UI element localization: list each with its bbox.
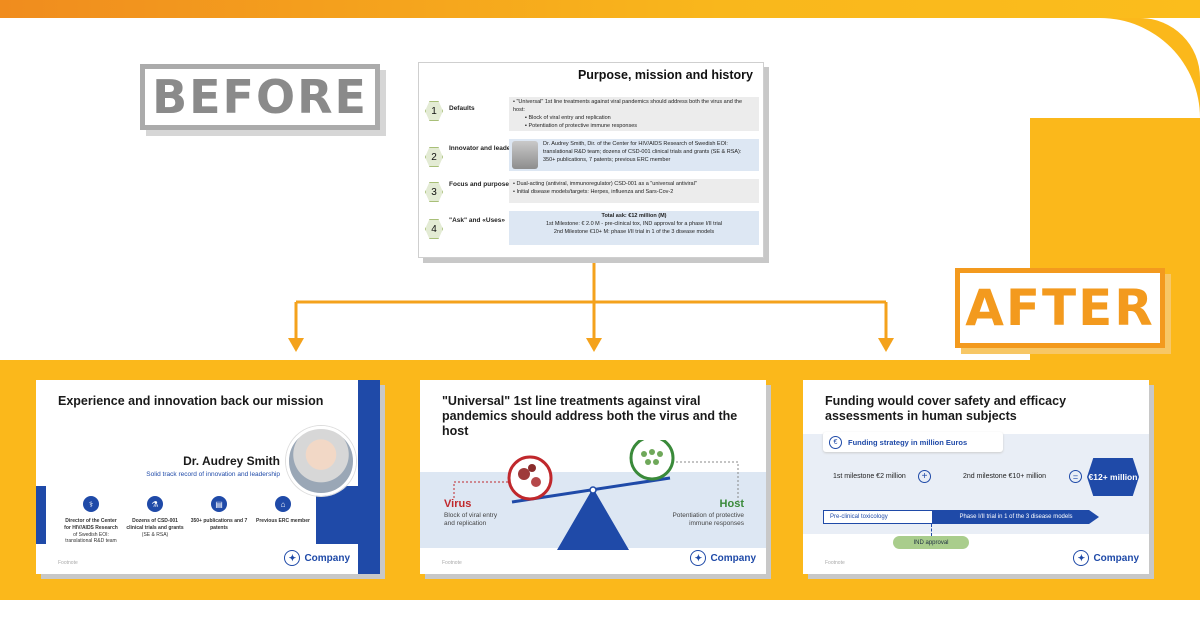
row-line: "Universal" 1st line treatments against … [513, 99, 743, 113]
after-slide-universal: "Universal" 1st line treatments against … [420, 380, 766, 574]
euro-bag-icon: € [829, 435, 842, 449]
company-logo: ✦Company [690, 550, 756, 566]
after-slide-experience: Experience and innovation back our missi… [36, 380, 380, 574]
pivot-point [589, 486, 597, 494]
row-content: • "Universal" 1st line treatments agains… [509, 97, 759, 131]
credential-rest: (SE & RSA) [141, 531, 169, 538]
company-logo-icon: ✦ [1073, 550, 1090, 566]
blue-side-strip [358, 380, 380, 574]
strategy-title: Funding strategy in million Euros [848, 437, 968, 447]
document-icon: ▤ [211, 496, 227, 512]
phase-trial: Phase I/II trial in 1 of the 3 disease m… [933, 510, 1099, 524]
credential-bold: Dozens of CSD-001 clinical trials and gr… [126, 518, 184, 531]
row-line: Potentiation of protective immune respon… [528, 122, 638, 129]
credential-item: ▤ 350+ publications and 7 patents [190, 496, 248, 545]
credential-rest: of Swedish EOI: translational R&D team [65, 531, 117, 545]
before-row-4: 4 "Ask" and «Uses» Total ask: €12 millio… [423, 211, 759, 247]
row-label: Innovator and leader [449, 145, 513, 152]
before-label: BEFORE [140, 64, 380, 130]
portrait-avatar [286, 426, 356, 496]
company-logo-text: Company [304, 552, 350, 564]
company-logo-text: Company [1093, 552, 1139, 564]
row-number-hex: 4 [425, 219, 443, 239]
strategy-header: € Funding strategy in million Euros [823, 432, 1003, 452]
host-icon [629, 440, 675, 481]
row-label: Focus and purpose [449, 181, 509, 188]
row-number-hex: 1 [425, 101, 443, 121]
bottom-white-strip [0, 600, 1180, 627]
before-slide-title: Purpose, mission and history [577, 68, 753, 82]
row-line: Dual-acting (antiviral, immunoregulator)… [516, 181, 697, 187]
row-line: 1st Milestone: € 2.0 M - pre-clinical to… [545, 220, 723, 227]
host-label: Host [719, 498, 744, 510]
portrait-thumbnail [512, 141, 538, 169]
host-description: Potentiation of protective immune respon… [672, 512, 744, 528]
before-row-2: 2 Innovator and leader Dr. Audrey Smith,… [423, 139, 759, 173]
row-number-hex: 2 [425, 147, 443, 167]
ind-approval-badge: IND approval [893, 536, 969, 549]
row-label: "Ask" and «Uses» [449, 217, 506, 224]
row-line: Total ask: €12 million (M) [601, 213, 667, 219]
credential-bold: Previous ERC member [256, 518, 310, 524]
company-logo-icon: ✦ [284, 550, 301, 566]
virus-label: Virus [444, 498, 472, 510]
company-logo-icon: ✦ [690, 550, 707, 566]
person-name: Dr. Audrey Smith [183, 454, 280, 468]
milestone-1: 1st milestone €2 million [833, 473, 906, 480]
row-content: Dr. Audrey Smith, Dir. of the Center for… [509, 139, 759, 171]
total-badge: €12+ million [1087, 458, 1139, 496]
row-line: Initial disease models/targets: Herpes, … [516, 188, 674, 195]
company-logo-text: Company [710, 552, 756, 564]
footnote: Footnote [825, 560, 845, 566]
after-label: AFTER [955, 268, 1165, 348]
credential-item: ⚕ Director of the Center for HIV/AIDS Re… [62, 496, 120, 545]
person-tagline: Solid track record of innovation and lea… [146, 471, 280, 478]
seesaw-illustration [453, 440, 739, 550]
after-slide-funding: Funding would cover safety and efficacy … [803, 380, 1149, 574]
plus-icon: + [918, 470, 931, 483]
row-line: Block of viral entry and replication [528, 114, 611, 121]
credential-items: ⚕ Director of the Center for HIV/AIDS Re… [62, 496, 312, 545]
slide-title: "Universal" 1st line treatments against … [442, 394, 738, 438]
row-content: • Dual-acting (antiviral, immunoregulato… [509, 179, 759, 203]
before-row-1: 1 Defaults • "Universal" 1st line treatm… [423, 97, 759, 133]
credential-item: ⌂ Previous ERC member [254, 496, 312, 545]
row-number-hex: 3 [425, 182, 443, 202]
credential-bold: 350+ publications and 7 patents [190, 518, 248, 531]
row-line: Dr. Audrey Smith, Dir. of the Center for… [543, 141, 742, 163]
row-line: 2nd Milestone €10+ M: phase I/II trial i… [553, 228, 715, 235]
equals-icon: = [1069, 470, 1082, 483]
lab-icon: ⚕ [83, 496, 99, 512]
row-content: Total ask: €12 million (M) 1st Milestone… [509, 211, 759, 245]
before-row-3: 3 Focus and purpose • Dual-acting (antiv… [423, 179, 759, 205]
virus-description: Block of viral entry and replication [444, 512, 498, 528]
row-label: Defaults [449, 105, 475, 112]
milestone-2: 2nd milestone €10+ million [963, 473, 1047, 480]
institution-icon: ⌂ [275, 496, 291, 512]
company-logo: ✦Company [1073, 550, 1139, 566]
footnote: Footnote [442, 560, 462, 566]
ind-connector [931, 524, 932, 536]
fulcrum-triangle [557, 488, 629, 550]
slide-title: Funding would cover safety and efficacy … [825, 394, 1067, 423]
footnote: Footnote [58, 560, 78, 566]
phase-preclinical: Pre-clinical toxicology [823, 510, 933, 524]
slide-title: Experience and innovation back our missi… [58, 394, 324, 408]
flask-icon: ⚗ [147, 496, 163, 512]
top-accent-bar [0, 0, 1200, 18]
virus-icon [507, 455, 553, 501]
before-slide: Purpose, mission and history 1 Defaults … [418, 62, 764, 258]
company-logo: ✦Company [284, 550, 350, 566]
credential-item: ⚗ Dozens of CSD-001 clinical trials and … [126, 496, 184, 545]
credential-bold: Director of the Center for HIV/AIDS Rese… [64, 518, 118, 531]
